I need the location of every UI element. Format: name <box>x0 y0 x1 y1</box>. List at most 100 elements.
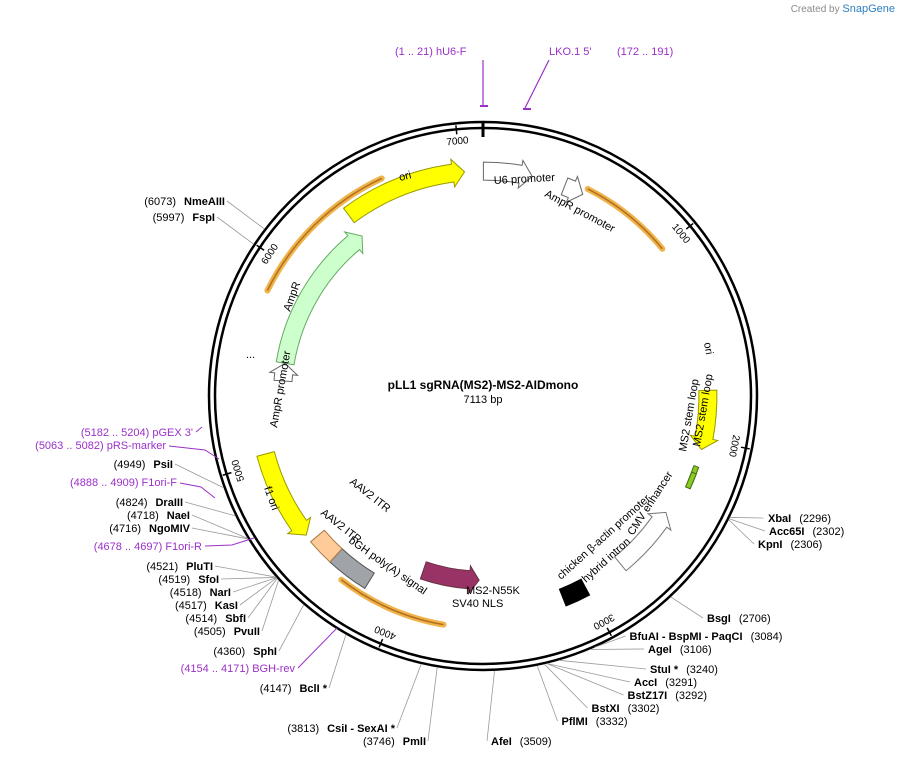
site-acc65i[interactable]: Acc65I(2302) <box>769 526 844 538</box>
feature-hybrid-intron[interactable] <box>558 578 591 607</box>
highlight-core-1 <box>266 177 383 291</box>
site-enzyme: BclI * <box>299 683 327 695</box>
feature-cmv-enhancer[interactable] <box>613 511 672 572</box>
primer-lko1-5-label[interactable]: LKO.1 5' <box>549 46 591 58</box>
site-enzyme: CsiI - SexAI * <box>327 723 396 735</box>
ms2-stem-loop-mark-1[interactable] <box>684 471 697 490</box>
feature-ori[interactable] <box>342 157 466 224</box>
site-position: (3084) <box>751 631 783 643</box>
site-nmeaiii[interactable]: (6073)NmeAIII <box>144 196 225 208</box>
primer-f1ori-f-label[interactable]: (4888 .. 4909) F1ori-F <box>70 477 177 489</box>
credit-prefix: Created by <box>790 4 840 15</box>
site-bstz17i[interactable]: BstZ17I(3292) <box>628 690 708 702</box>
site-position: (5997) <box>153 212 185 224</box>
site-ngomiv[interactable]: (4716)NgoMIV <box>109 523 190 535</box>
primer-bgh-rev-label[interactable]: (4154 .. 4171) BGH-rev <box>181 663 296 675</box>
site-xbai[interactable]: XbaI(2296) <box>768 513 831 525</box>
site-sphi[interactable]: (4360)SphI <box>213 646 277 658</box>
site-nari[interactable]: (4518)NarI <box>170 587 231 599</box>
site-sfoi[interactable]: (4519)SfoI <box>158 574 219 586</box>
site-kasi[interactable]: (4517)KasI <box>175 600 238 612</box>
site-position: (3291) <box>665 677 697 689</box>
feature-ampr-promoter-left[interactable] <box>268 362 299 383</box>
feature-f1-ori[interactable] <box>256 450 312 536</box>
site-enzyme: DraIII <box>155 497 183 509</box>
site-bfuai[interactable]: BfuAI - BspMI - PaqCI(3084) <box>630 631 783 643</box>
site-enzyme: PvuII <box>234 626 260 638</box>
feature-arrows <box>256 157 720 607</box>
feature-u6-promoter[interactable] <box>482 158 533 190</box>
site-line-fspi <box>216 216 254 245</box>
primer-hu6-f-label[interactable]: (1 .. 21) hU6-F <box>395 46 467 58</box>
site-enzyme: KpnI <box>758 539 782 551</box>
tick-label-3000: 3000 <box>591 611 616 631</box>
site-position: (4824) <box>116 497 148 509</box>
site-bsgi[interactable]: BsgI(2706) <box>707 613 771 625</box>
feature-aav2-itr[interactable] <box>309 529 343 563</box>
primer-prs-marker-label[interactable]: (5063 .. 5082) pRS-marker <box>35 440 166 452</box>
site-pvuii[interactable]: (4505)PvuII <box>194 626 260 638</box>
highlight-core-0 <box>587 188 663 250</box>
primer-f1ori-r-label[interactable]: (4678 .. 4697) F1ori-R <box>94 541 202 553</box>
feature-ampr-promoter-top[interactable] <box>560 175 584 204</box>
aav2-itr-a-label: AAV2 ITR <box>347 476 392 515</box>
ori-right-label: ori <box>701 341 715 355</box>
site-acci[interactable]: AccI(3291) <box>634 677 697 689</box>
site-line-acc65i <box>728 518 766 532</box>
site-csii-sexai[interactable]: (3813)CsiI - SexAI * <box>287 723 395 735</box>
site-naei[interactable]: (4718)NaeI <box>127 510 190 522</box>
site-position: (4521) <box>146 561 178 573</box>
ori-top-label: ori <box>398 169 413 184</box>
site-bstxi[interactable]: BstXI(3302) <box>592 703 660 715</box>
primer-lko1-5-range[interactable]: (172 .. 191) <box>617 46 673 58</box>
credit: Created by SnapGene <box>791 3 895 15</box>
site-line-kasi <box>239 577 277 606</box>
ampr-dots: ... <box>246 349 255 361</box>
site-draiii[interactable]: (4824) DraIII <box>116 497 183 509</box>
site-line-acci <box>546 663 631 683</box>
site-line-ngomiv <box>191 527 249 540</box>
primer-hu6-f-mark <box>480 105 488 107</box>
site-kpni[interactable]: KpnI(2306) <box>758 539 822 551</box>
site-sbfi[interactable]: (4514)SbfI <box>185 613 246 625</box>
site-pfimi[interactable]: PflMI(3332) <box>562 716 628 728</box>
tick-label-6000: 6000 <box>260 242 282 267</box>
site-position: (4718) <box>127 510 159 522</box>
site-line-kpni <box>728 519 755 545</box>
site-afei[interactable]: AfeI(3509) <box>491 736 552 748</box>
site-line-agei <box>589 648 645 650</box>
site-position: (4514) <box>185 613 217 625</box>
site-bcli[interactable]: (4147) BclI * <box>260 683 328 695</box>
site-position: (3240) <box>686 664 718 676</box>
site-stui[interactable]: StuI *(3240) <box>650 664 718 676</box>
primer-pgex-3-label[interactable]: (5182 .. 5204) pGEX 3' <box>81 427 193 439</box>
site-fspi[interactable]: (5997)FspI <box>153 212 215 224</box>
feature-ampr[interactable] <box>275 231 364 366</box>
feature-ms2-n55k[interactable] <box>419 561 480 596</box>
site-line-nmeaiii <box>226 200 265 230</box>
site-line-psii <box>174 463 224 489</box>
snapgene-logo[interactable]: SnapGene <box>842 3 895 15</box>
site-line-pmli <box>427 667 438 742</box>
site-agei[interactable]: AgeI(3106) <box>648 644 712 656</box>
restriction-sites: (6073)NmeAIII (5997)FspI (4949)PsiI (4824) D… <box>109 196 844 748</box>
site-enzyme: PmlI <box>403 736 426 748</box>
site-line-bfuai <box>594 635 626 648</box>
site-position: (3746) <box>363 736 395 748</box>
site-position: (4147) <box>260 683 292 695</box>
site-enzyme: NarI <box>210 587 231 599</box>
ms2-n55k-label: MS2-N55K <box>466 585 520 597</box>
site-line-bsgi <box>670 596 704 619</box>
site-psii[interactable]: (4949)PsiI <box>114 459 173 471</box>
site-line-csii-sexai <box>396 663 422 729</box>
site-enzyme: AfeI <box>491 736 512 748</box>
feature-ori-right[interactable] <box>689 389 720 451</box>
tick-2000 <box>740 446 750 450</box>
site-position: (4949) <box>114 459 146 471</box>
primer-pgex-3-line <box>195 426 203 433</box>
site-pluti[interactable]: (4521)PluTI <box>146 561 213 573</box>
site-pmli[interactable]: (3746) PmlI <box>363 736 426 748</box>
site-position: (3292) <box>675 690 707 702</box>
tick-5000 <box>222 471 232 476</box>
site-position: (3332) <box>596 716 628 728</box>
